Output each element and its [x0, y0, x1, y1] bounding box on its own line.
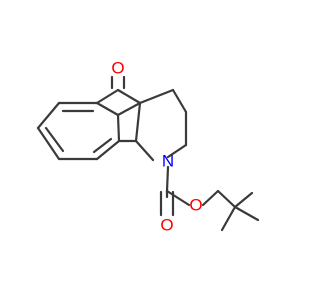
bond: [95, 139, 121, 161]
boc-group: [159, 165, 260, 232]
bond: [134, 101, 142, 143]
molecule-svg: O N O O: [36, 59, 260, 235]
bond: [116, 101, 142, 117]
bond: [166, 143, 188, 159]
aromatic-double-bond: [44, 126, 65, 153]
bond: [233, 191, 254, 209]
bond: [220, 205, 237, 232]
bond: [201, 189, 220, 207]
ring-nitrogen-label: N: [162, 152, 174, 171]
aromatic-double-bond: [92, 137, 113, 154]
bond: [216, 189, 237, 209]
molecule-structure-diagram: O N O O: [36, 58, 260, 235]
bond: [233, 205, 260, 222]
bond: [95, 88, 120, 105]
benzene-ring: [36, 101, 121, 161]
bond: [36, 101, 61, 130]
bond: [134, 139, 155, 162]
carbamate-carbonyl-oxygen-label: O: [160, 216, 173, 235]
cyclopentanone-ring: [95, 88, 142, 143]
bond: [36, 126, 61, 161]
carbonyl-oxygen-label: O: [111, 59, 124, 78]
bond: [165, 165, 170, 193]
bond: [116, 113, 121, 143]
carbamate-ester-oxygen-label: O: [189, 196, 202, 215]
bond: [165, 189, 191, 207]
bond: [95, 101, 120, 117]
piperidine-ring: [134, 88, 188, 162]
bond: [116, 88, 142, 105]
bond: [171, 88, 188, 114]
ketone-group: [110, 75, 126, 90]
bond: [138, 88, 175, 105]
